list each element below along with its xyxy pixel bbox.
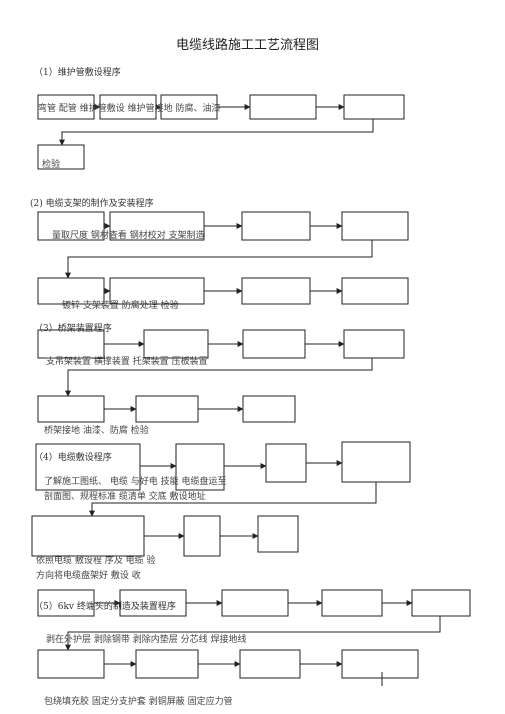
s4-row2-labels-line2: 方向将电缆盘架好 敷设 收 [36, 571, 141, 581]
s1-row1-labels: 弯管 配管 维护管敷设 维护管接地 防腐、油漆 [38, 104, 221, 114]
s5-step-7-box [135, 649, 199, 679]
s4-step-3-box [265, 443, 307, 483]
s4-row1-labels-line1: 了解施工图纸、 电缆 与好电 技能 电缆盘运至 [44, 477, 227, 487]
s3-heading: （3）桥架装置程序 [34, 324, 112, 334]
s3-step-6-box [135, 395, 199, 423]
s1-step-5-box [343, 94, 405, 120]
s3-step-5-box [37, 395, 105, 423]
s2-step-4-box [341, 211, 409, 241]
s2-arrow-4 [65, 240, 373, 279]
s5-row1-labels: 剥在外护层 剥除钢带 剥除内垫层 分芯线 焊接地线 [46, 635, 247, 645]
s5-step-3-box [221, 589, 289, 617]
s1-heading: （1）维护管敷设程序 [34, 68, 121, 78]
s4-step-4-box [341, 441, 411, 483]
s1-row2-labels: 检验 [42, 160, 61, 170]
s4-step-5-box [31, 515, 145, 557]
page-title: 电缆线路施工工艺流程图 [176, 38, 320, 53]
s2-step-8-box [341, 277, 409, 305]
s5-step-6-box [37, 649, 105, 679]
s4-step-6-box [183, 515, 221, 557]
s5-step-5-box [411, 589, 471, 617]
s2-heading: (2) 电缆支架的制作及安装程序 [30, 199, 154, 209]
s4-step-7-box [257, 515, 299, 553]
s3-step-7-box [242, 395, 296, 423]
s3-step-3-box [242, 329, 306, 359]
s1-step-4-box [249, 94, 317, 120]
s5-step-8-box [239, 649, 301, 679]
s5-arrow-5 [65, 616, 441, 651]
s4-step-1-box [35, 443, 141, 491]
s4-row2-labels-line1: 依照电缆 敷设程 序及 电缆 验 [36, 556, 156, 566]
s2-step-7-box [241, 277, 311, 305]
s3-row1-labels: 支吊架装置 横撑装置 托架装置 压板装置 [46, 357, 208, 367]
s5-heading: （5）6kv 终端头的制造及装置程序 [34, 602, 176, 612]
s5-step-4-box [321, 589, 383, 617]
s2-row2-labels: 镀锌 支架装置 防腐处理 检验 [62, 301, 179, 311]
s3-row2-labels: 桥架接地 油漆、防腐 检验 [44, 426, 149, 436]
s3-step-4-box [343, 329, 405, 359]
s4-arrow-4 [89, 482, 377, 517]
s5-row2-labels: 包绕填充胶 固定分支护套 剥铜屏蔽 固定应力管 [44, 697, 233, 707]
s3-step-2-box [143, 329, 209, 359]
s4-row1-labels-line2: 剖面图、规程标准 缆清单 交底 敷设地址 [44, 492, 206, 502]
s3-arrow-4 [65, 358, 373, 397]
s2-step-3-box [241, 211, 311, 241]
s4-heading: （4）电缆敷设程序 [34, 453, 112, 463]
s5-step-9-box [341, 649, 419, 679]
s1-arrow-5 [59, 119, 374, 146]
s2-row1-labels: 量取尺度 钢材查看 钢材校对 支架制造 [52, 231, 205, 241]
